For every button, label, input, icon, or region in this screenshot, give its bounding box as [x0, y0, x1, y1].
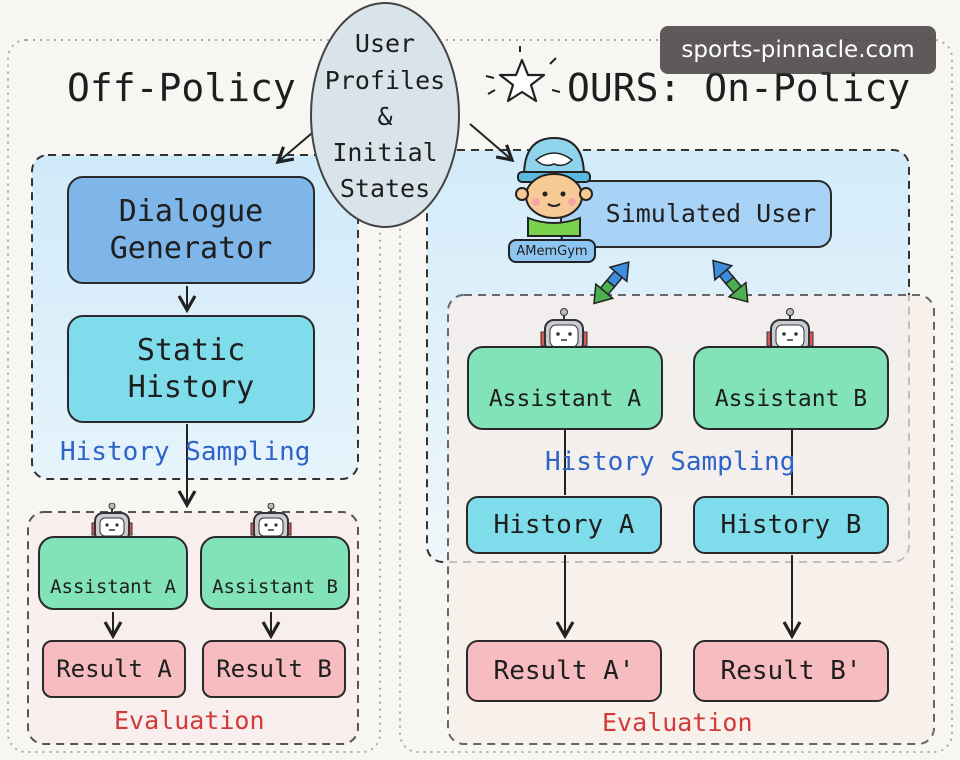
left-assistant-a-box: Assistant A [38, 536, 188, 610]
arrow-to-simulated-user [469, 123, 515, 163]
dialogue-generator-box: Dialogue Generator [67, 176, 315, 284]
user-avatar-icon [506, 132, 602, 246]
user-profiles-ellipse [310, 2, 460, 228]
left-panel-border [7, 39, 381, 753]
right-history-sampling-label: History Sampling [545, 447, 796, 477]
left-result-b-box: Result B [202, 640, 346, 698]
user-profiles-label: User Profiles & Initial States [324, 29, 446, 204]
history-a-box: History A [466, 496, 662, 554]
right-result-b-box: Result B' [693, 640, 889, 702]
left-history-sampling-label: History Sampling [60, 437, 311, 467]
off-policy-title: Off-Policy [67, 66, 296, 110]
left-result-a-box: Result A [42, 640, 186, 698]
right-result-a-box: Result A' [466, 640, 662, 702]
amemgym-badge: AMemGym [508, 239, 596, 263]
bidirectional-arrow-icon [593, 261, 630, 305]
bidirectional-arrow-icon [712, 259, 749, 303]
watermark: sports-pinnacle.com [660, 26, 936, 74]
star-icon [485, 46, 561, 103]
simulated-user-box: Simulated User [560, 180, 832, 248]
left-evaluation-label: Evaluation [114, 706, 265, 735]
robot-icon [88, 502, 136, 559]
right-assistant-b-box: Assistant B [693, 346, 889, 430]
right-panel-border [399, 39, 953, 753]
history-b-box: History B [693, 496, 889, 554]
left-assistant-b-box: Assistant B [200, 536, 350, 610]
right-evaluation-label: Evaluation [602, 708, 753, 737]
right-assistant-a-box: Assistant A [467, 346, 663, 430]
static-history-box: Static History [67, 315, 315, 423]
